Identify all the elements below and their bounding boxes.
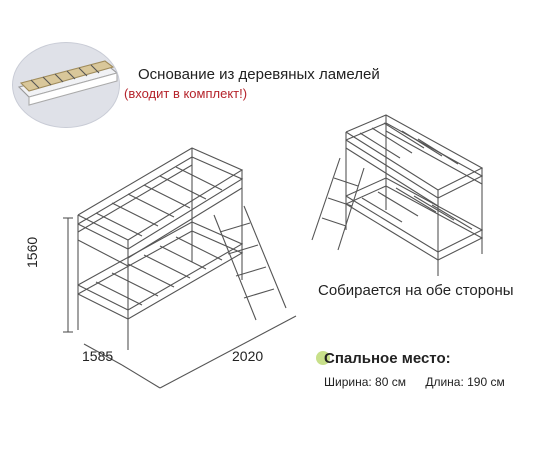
slat-base-thumbnail (12, 42, 120, 128)
assembly-both-sides-note: Собирается на обе стороны (318, 282, 514, 299)
green-bullet-icon (316, 351, 330, 365)
slat-base-illustration (17, 60, 119, 106)
slat-base-caption: Основание из деревяных ламелей (138, 66, 380, 83)
bunk-bed-mirrored-drawing (311, 114, 484, 276)
bunk-bed-main-drawing (77, 147, 287, 350)
sleeping-length: Длина: 190 см (425, 375, 505, 389)
sleeping-area-dimensions: Ширина: 80 см Длина: 190 см (324, 375, 505, 389)
dimension-lines (63, 217, 297, 389)
sleeping-width: Ширина: 80 см (324, 375, 406, 389)
width-dimension-label: 1585 (82, 348, 114, 364)
slat-base-included-note: (входит в комплект!) (124, 86, 248, 101)
length-dimension-label: 2020 (232, 348, 264, 364)
height-dimension-label: 1560 (24, 236, 40, 268)
sleeping-area-title: Спальное место: (324, 350, 451, 367)
